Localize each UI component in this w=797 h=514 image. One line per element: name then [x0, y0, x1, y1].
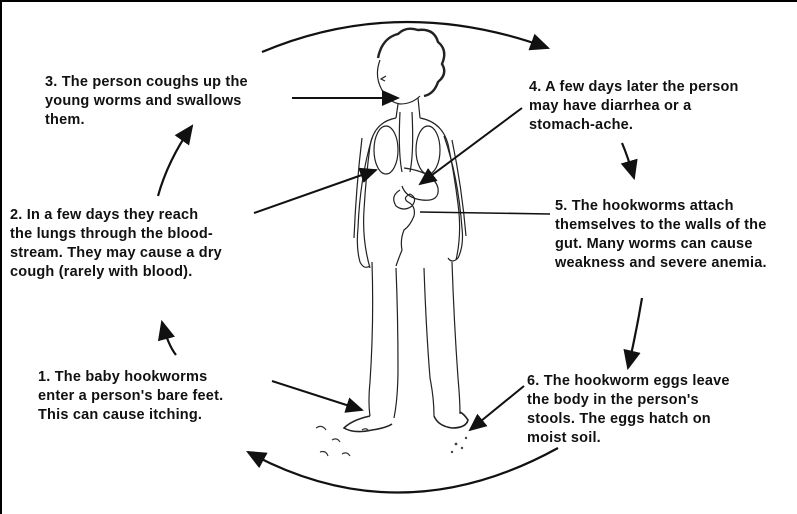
pointer-step-5: [420, 212, 550, 214]
cycle-arrow-right-lower: [628, 298, 642, 368]
egg-marks: [451, 437, 467, 453]
cycle-arrow-right-upper: [622, 143, 634, 178]
step-2-text: 2. In a few days they reach the lungs th…: [10, 206, 222, 282]
pointer-step-1: [272, 381, 362, 410]
pointer-step-4: [420, 108, 522, 184]
cycle-arrow-bottom: [248, 448, 558, 493]
step-3-text: 3. The person coughs up the young worms …: [45, 73, 248, 130]
cycle-arrow-top: [262, 22, 548, 52]
pointer-lines: [254, 98, 550, 430]
step-5-text: 5. The hookworms attach themselves to th…: [555, 197, 767, 273]
cycle-arrow-left-lower: [162, 322, 176, 355]
step-1-text: 1. The baby hookworms enter a person's b…: [38, 368, 223, 425]
step-4-text: 4. A few days later the person may have …: [529, 78, 739, 135]
child-figure: [344, 29, 468, 432]
cycle-arrow-left-upper: [158, 126, 192, 196]
pointer-step-2: [254, 170, 376, 213]
step-6-text: 6. The hookworm eggs leave the body in t…: [527, 372, 730, 448]
pointer-step-6: [470, 386, 524, 430]
